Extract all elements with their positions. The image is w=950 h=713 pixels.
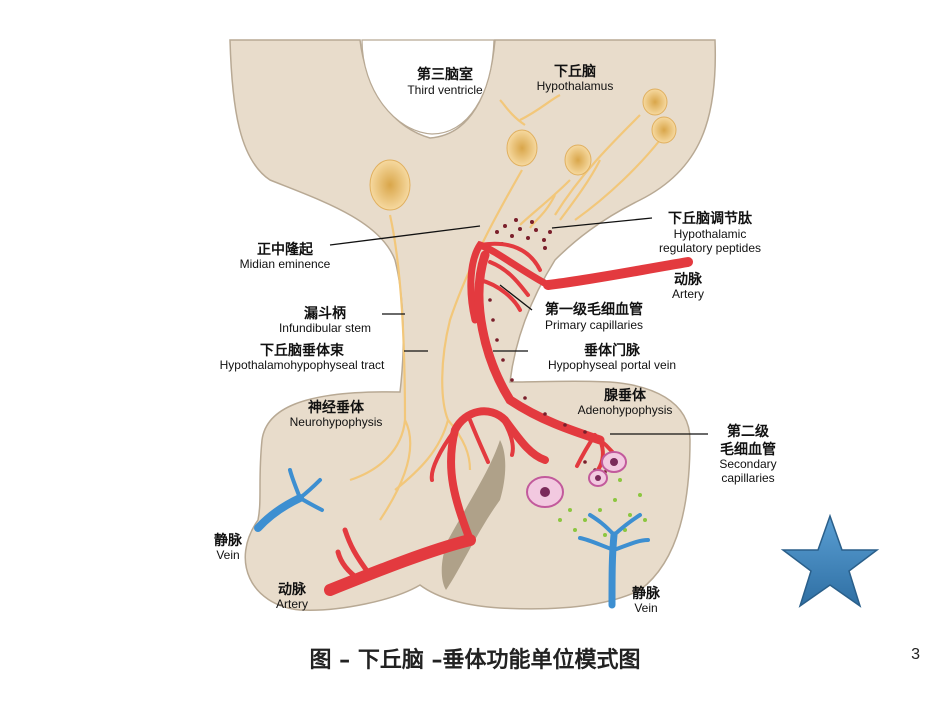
svg-text:垂体门脉: 垂体门脉: [584, 342, 641, 359]
label-infundibular-stem: 漏斗柄 Infundibular stem: [279, 305, 371, 335]
svg-text:Vein: Vein: [216, 548, 239, 562]
svg-text:第三脑室: 第三脑室: [417, 66, 473, 83]
label-adenohypophysis: 腺垂体 Adenohypophysis: [578, 387, 673, 417]
third-ventricle-cavity: [361, 39, 495, 135]
veins: [254, 468, 650, 609]
svg-text:下丘脑垂体束: 下丘脑垂体束: [260, 342, 345, 359]
svg-text:Midian eminence: Midian eminence: [240, 257, 331, 271]
label-vein-right: 静脉 Vein: [632, 585, 661, 615]
gland-cell-nuclei: [540, 458, 618, 497]
svg-text:Hypothalamic: Hypothalamic: [674, 227, 747, 241]
pituitary-cleft: [441, 440, 506, 590]
label-secondary-capillaries: 第二级 毛细血管 Secondary capillaries: [719, 423, 776, 485]
leader-lines: [329, 217, 708, 435]
label-artery-top: 动脉 Artery: [672, 271, 704, 301]
label-portal-vein: 垂体门脉 Hypophyseal portal vein: [548, 342, 676, 372]
svg-text:Secondary: Secondary: [719, 457, 776, 471]
svg-text:静脉: 静脉: [214, 532, 243, 549]
label-tract: 下丘脑垂体束 Hypothalamohypophyseal tract: [220, 342, 385, 372]
svg-text:Neurohypophysis: Neurohypophysis: [290, 415, 383, 429]
label-primary-capillaries: 第一级毛细血管 Primary capillaries: [545, 301, 643, 332]
label-regulatory-peptides: 下丘脑调节肽 Hypothalamic regulatory peptides: [659, 210, 761, 255]
svg-text:第二级: 第二级: [727, 423, 770, 440]
svg-text:Artery: Artery: [276, 597, 308, 611]
svg-text:正中隆起: 正中隆起: [257, 241, 314, 258]
svg-text:capillaries: capillaries: [721, 471, 774, 485]
svg-text:Adenohypophysis: Adenohypophysis: [578, 403, 673, 417]
svg-text:Hypophyseal portal vein: Hypophyseal portal vein: [548, 358, 676, 372]
hypothalamus-tissue: [229, 39, 717, 611]
svg-text:腺垂体: 腺垂体: [604, 387, 647, 404]
svg-text:Infundibular stem: Infundibular stem: [279, 321, 371, 335]
label-hypothalamus: 下丘脑 Hypothalamus: [537, 63, 614, 93]
svg-text:Third ventricle: Third ventricle: [407, 83, 483, 97]
svg-text:神经垂体: 神经垂体: [308, 399, 365, 416]
figure-caption: 图 – 下丘脑 –垂体功能单位模式图: [309, 648, 641, 673]
svg-text:Primary capillaries: Primary capillaries: [545, 318, 643, 332]
svg-text:毛细血管: 毛细血管: [720, 441, 776, 458]
label-artery-bottom: 动脉 Artery: [276, 581, 308, 611]
page-number: 3: [911, 646, 920, 663]
svg-text:漏斗柄: 漏斗柄: [304, 305, 346, 322]
neurons: [349, 94, 661, 521]
svg-text:动脉: 动脉: [674, 271, 703, 288]
label-vein-left: 静脉 Vein: [214, 532, 243, 562]
label-neurohypophysis: 神经垂体 Neurohypophysis: [290, 399, 383, 429]
svg-text:Hypothalamus: Hypothalamus: [537, 79, 614, 93]
neuron-cell-bodies: [369, 88, 677, 211]
star-icon[interactable]: [780, 514, 880, 610]
svg-text:Hypothalamohypophyseal tract: Hypothalamohypophyseal tract: [220, 358, 385, 372]
svg-text:第一级毛细血管: 第一级毛细血管: [545, 301, 643, 318]
svg-text:Vein: Vein: [634, 601, 657, 615]
svg-text:regulatory peptides: regulatory peptides: [659, 241, 761, 255]
hormone-dots: [558, 478, 647, 537]
svg-text:下丘脑调节肽: 下丘脑调节肽: [668, 210, 753, 227]
label-third-ventricle: 第三脑室 Third ventricle: [407, 66, 483, 97]
label-median-eminence: 正中隆起 Midian eminence: [240, 241, 331, 271]
svg-text:动脉: 动脉: [278, 581, 307, 598]
svg-text:Artery: Artery: [672, 287, 704, 301]
svg-text:静脉: 静脉: [632, 585, 661, 602]
svg-text:下丘脑: 下丘脑: [554, 63, 596, 80]
